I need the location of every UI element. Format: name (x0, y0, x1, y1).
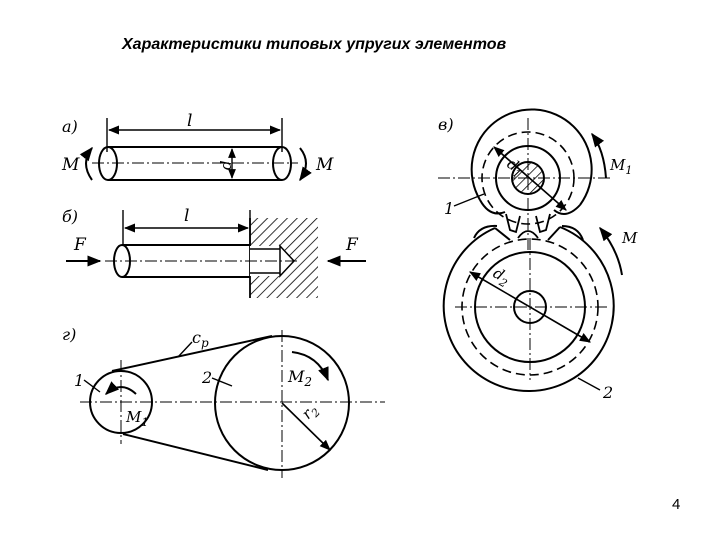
figure-v-moment-2-label: M (621, 229, 638, 247)
figure-g-belt-upper (111, 335, 273, 372)
figure-b-tension-rod: б) l F F (62, 206, 366, 298)
figure-g-moment-2-arrow (291, 351, 329, 382)
figure-b-force-left-label: F (73, 235, 87, 255)
figure-g-pulley-1-label: 1 (74, 371, 84, 390)
page-number: 4 (672, 496, 681, 513)
figure-g-moment-1-arrow (104, 381, 137, 395)
figure-v-gear-pair: в) d1 d2 M1 M (438, 108, 638, 402)
figure-a-diameter-label: d (217, 160, 235, 170)
figure-v-d1-dimension (493, 146, 567, 211)
figure-v-gear-2-label: 2 (602, 383, 613, 402)
figure-g-radius-2-dimension (281, 402, 331, 451)
figure-g-panel-label: г) (62, 325, 76, 344)
figure-a-moment-left-arrow (79, 146, 93, 181)
figure-v-moment-2-arrow (599, 226, 623, 276)
figure-b-force-right-label: F (345, 235, 359, 255)
figure-v-moment-1-arrow (591, 132, 607, 179)
figure-g-moment-1-label: M1 (125, 408, 148, 429)
figure-g-belt-drive: г) cp 1 2 M1 M2 r2 (62, 325, 385, 478)
figure-a-moment-left-label: M (61, 155, 80, 175)
figure-a-moment-right-label: M (315, 155, 334, 175)
figure-g-belt-label: cp (192, 328, 209, 350)
figure-g-moment-2-label: M2 (287, 367, 312, 389)
figure-a-moment-right-arrow (299, 147, 312, 182)
figure-b-length-label: l (184, 206, 189, 226)
figure-b-panel-label: б) (62, 207, 78, 226)
figure-v-panel-label: в) (438, 115, 454, 134)
figure-a-panel-label: а) (62, 117, 78, 136)
figure-a-length-label: l (187, 111, 192, 131)
figure-g-belt-lower (122, 433, 269, 471)
figure-a-torsion-shaft: а) l d M M (61, 111, 334, 182)
figure-v-moment-1-label: M1 (609, 156, 632, 177)
figure-v-d2-dimension (469, 271, 591, 343)
slide-title: Характеристики типовых упругих элементов (122, 36, 507, 53)
figure-g-pulley-2-label: 2 (201, 368, 212, 387)
figure-v-gear-1-label: 1 (444, 199, 454, 218)
